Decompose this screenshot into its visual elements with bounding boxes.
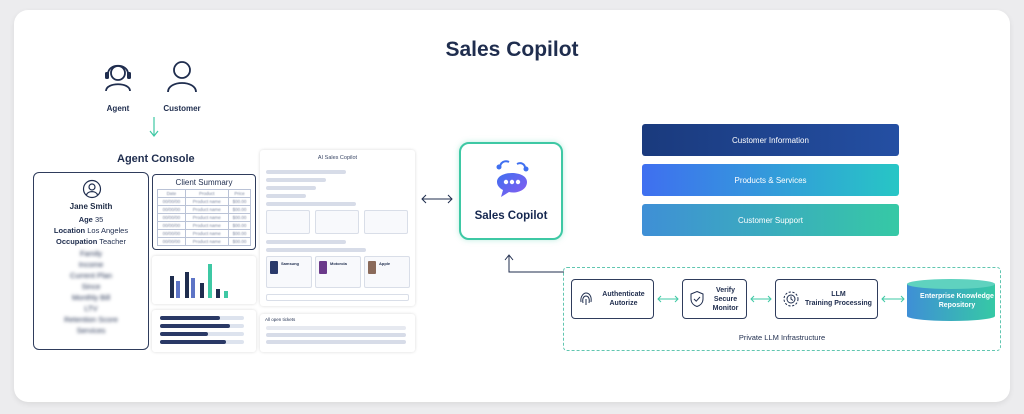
infrastructure-label: Private LLM Infrastructure	[738, 333, 826, 342]
database-icon	[907, 279, 995, 321]
customer-support-bar: Customer Support	[642, 204, 899, 236]
product-card: Apple	[364, 256, 410, 288]
profile-blurred-field: Since	[81, 282, 101, 291]
profile-age: Age 35	[78, 215, 104, 224]
chat-panel-title: AI Sales Copilot	[317, 155, 358, 161]
sales-copilot-node: Sales Copilot	[459, 142, 563, 240]
shield-check-icon	[690, 290, 704, 308]
agent-label: Agent	[106, 104, 130, 113]
mini-bar-chart	[152, 256, 256, 304]
headset-icon	[105, 64, 131, 92]
profile-blurred-field: Services	[76, 326, 106, 335]
product-card: Motorola	[315, 256, 361, 288]
profile-blurred-field: Retention Score	[64, 315, 118, 324]
customer-profile-card: Jane Smith Age 35 Location Los Angeles O…	[33, 172, 149, 350]
profile-blurred-field: Income	[78, 260, 104, 269]
profile-avatar-icon	[82, 179, 102, 199]
copilot-chat-icon	[496, 160, 529, 197]
copilot-label: Sales Copilot	[474, 210, 548, 222]
bidirectional-arrow-icon	[750, 295, 772, 303]
profile-blurred-field: Current Plan	[69, 271, 113, 280]
products-services-bar: Products & Services	[642, 164, 899, 196]
profile-location: Location Los Angeles	[53, 226, 129, 235]
bidirectional-arrow-icon	[881, 295, 905, 303]
page-title: Sales Copilot	[445, 38, 579, 61]
profile-name: Jane Smith	[69, 202, 113, 211]
profile-occupation: Occupation Teacher	[56, 237, 126, 246]
customer-information-bar: Customer Information	[642, 124, 899, 156]
mini-progress-panel	[152, 310, 256, 352]
fingerprint-icon	[580, 292, 592, 305]
bidirectional-arrow-icon	[657, 295, 679, 303]
profile-blurred-field: Monthly Bill	[71, 293, 111, 302]
chat-input[interactable]	[266, 294, 409, 301]
product-card: Samsung	[266, 256, 312, 288]
person-icon	[167, 61, 197, 93]
profile-blurred-field: Family	[79, 249, 103, 258]
client-summary-title: Client Summary	[175, 178, 233, 187]
private-llm-infrastructure-group	[563, 267, 1001, 351]
bidirectional-arrow-icon	[421, 194, 453, 204]
connector-arrow	[504, 254, 564, 273]
ai-copilot-chat-panel: AI Sales Copilot Samsung Motorola Apple	[260, 150, 415, 306]
gear-processing-icon	[783, 291, 799, 307]
open-tickets-panel: All open tickets	[260, 314, 415, 352]
profile-blurred-field: LTV	[84, 304, 98, 313]
console-title: Agent Console	[117, 153, 195, 165]
down-arrow-icon	[149, 117, 159, 137]
customer-label: Customer	[163, 104, 201, 113]
tickets-title: All open tickets	[265, 317, 296, 322]
